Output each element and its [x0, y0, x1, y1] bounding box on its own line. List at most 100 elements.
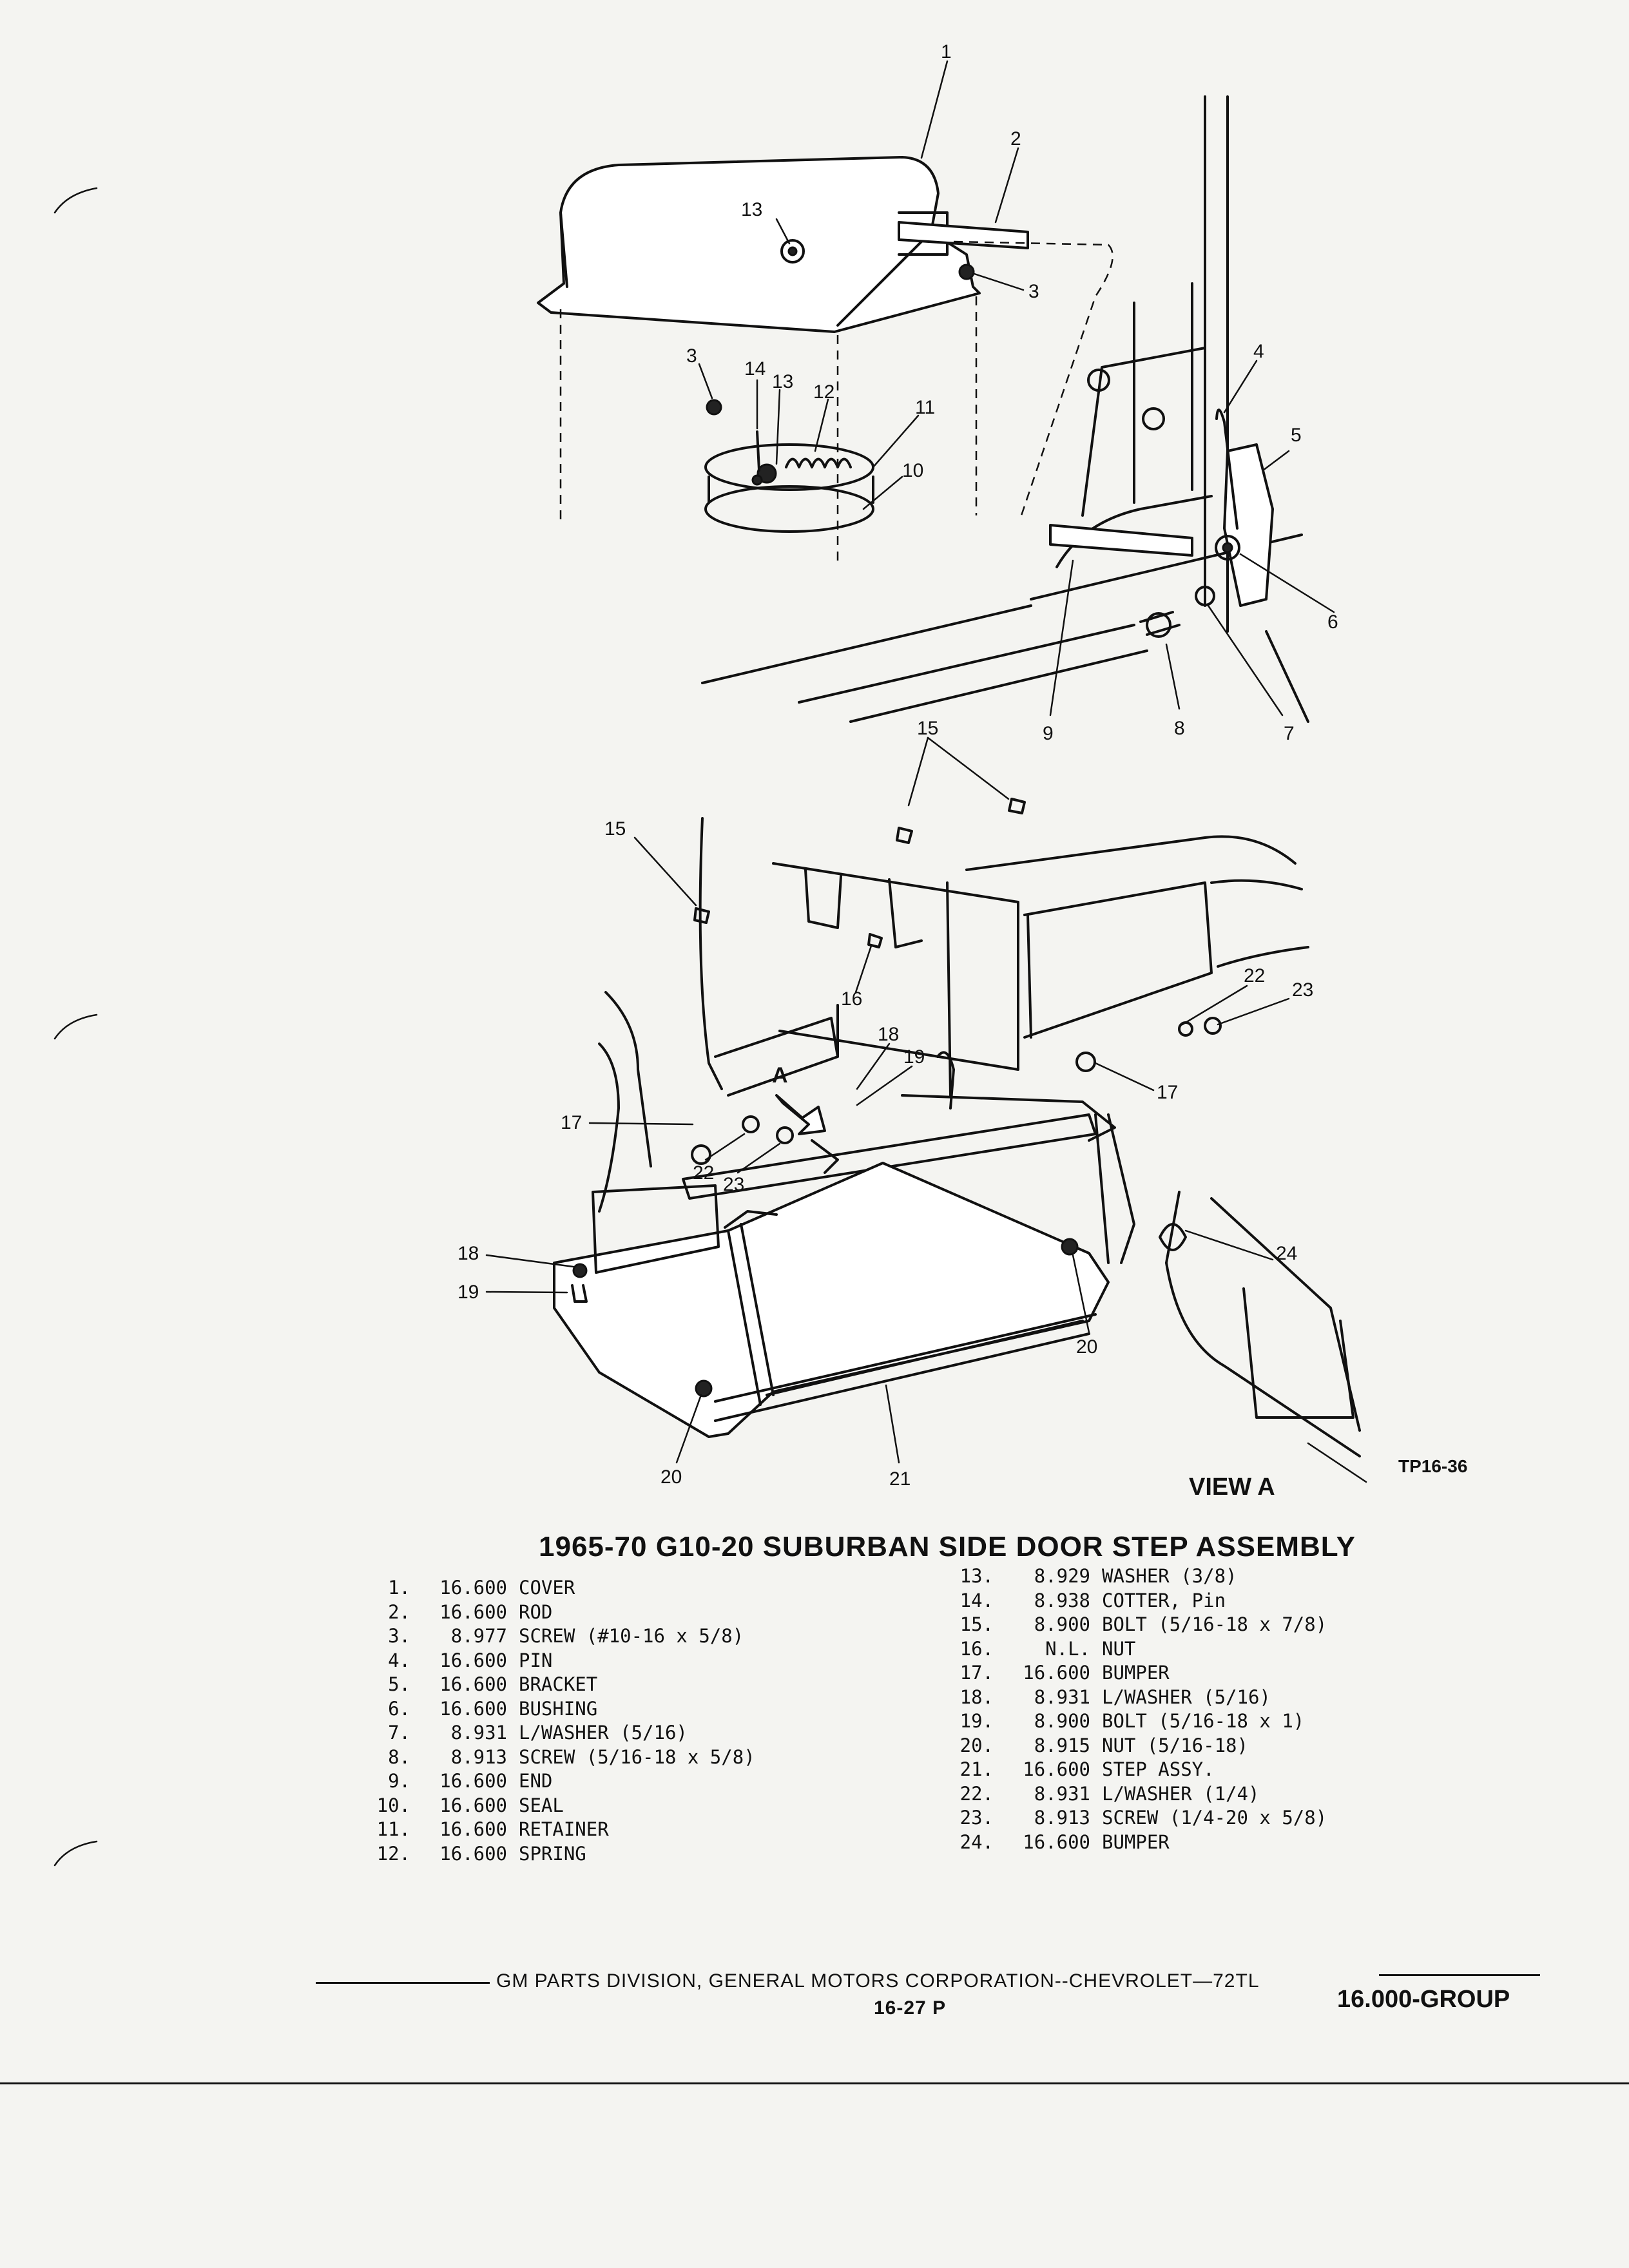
callout-22a: 22	[693, 1162, 714, 1184]
part-number: 7.	[388, 1722, 410, 1744]
part-number: 15.	[959, 1613, 994, 1635]
part-group: 8.929	[1034, 1565, 1090, 1587]
part-number: 20.	[959, 1734, 994, 1756]
part-number: 19.	[959, 1710, 994, 1732]
part-name: END	[519, 1770, 553, 1792]
callout-7: 7	[1284, 723, 1295, 744]
part-name: BRACKET	[519, 1673, 598, 1695]
part-name: SEAL	[519, 1794, 564, 1816]
part-number: 22.	[959, 1782, 994, 1805]
screw-3-lower	[706, 399, 722, 416]
callout-2: 2	[1010, 128, 1021, 149]
part-name: SCREW (#10-16 x 5/8)	[519, 1625, 744, 1647]
upper-assembly-drawing	[537, 95, 1309, 723]
callout-20b: 20	[1076, 1336, 1097, 1358]
lower-assembly-drawing	[553, 798, 1367, 1483]
callout-3a: 3	[1028, 281, 1039, 302]
view-a-arrow	[775, 1094, 826, 1135]
part-group: N.L.	[1045, 1637, 1090, 1660]
part-group: 8.915	[1034, 1734, 1090, 1756]
part-row: 15. 8.900 BOLT (5/16-18 x 7/8)	[954, 1613, 1327, 1637]
part-group: 8.900	[1034, 1613, 1090, 1635]
part-name: SCREW (1/4-20 x 5/8)	[1102, 1807, 1327, 1829]
callout-4: 4	[1253, 341, 1264, 362]
page-title: 1965-70 G10-20 SUBURBAN SIDE DOOR STEP A…	[539, 1531, 1356, 1562]
part-number: 18.	[959, 1686, 994, 1708]
part-number: 10.	[376, 1794, 410, 1816]
part-group: 16.600	[439, 1649, 507, 1671]
end-rod-part	[1049, 524, 1193, 557]
part-row: 16.N.L.NUT	[954, 1637, 1327, 1662]
part-number: 3.	[388, 1625, 410, 1647]
part-group: 16.600	[439, 1600, 507, 1623]
lower-callouts: 15 15 16 18 19 17 22 23 18 19 20 21 20	[458, 718, 1313, 1490]
part-name: BOLT (5/16-18 x 1)	[1102, 1710, 1305, 1732]
part-group: 16.600	[439, 1673, 507, 1695]
callout-18b: 18	[458, 1243, 479, 1264]
part-name: COVER	[519, 1577, 575, 1599]
callout-11: 11	[915, 397, 935, 418]
footer-division: GM PARTS DIVISION, GENERAL MOTORS CORPOR…	[496, 1970, 1260, 1992]
part-number: 23.	[959, 1807, 994, 1829]
callout-19a: 19	[903, 1046, 925, 1068]
part-name: L/WASHER (5/16)	[519, 1722, 688, 1744]
part-name: L/WASHER (5/16)	[1102, 1686, 1271, 1708]
callout-24: 24	[1276, 1243, 1297, 1264]
part-number: 4.	[388, 1649, 410, 1671]
callout-15a: 15	[917, 718, 938, 739]
callout-20a: 20	[660, 1466, 682, 1488]
rod-part	[898, 221, 1029, 249]
part-group: 8.931	[1034, 1686, 1090, 1708]
part-number: 6.	[388, 1697, 410, 1720]
callout-22b: 22	[1244, 965, 1265, 986]
callout-1: 1	[941, 41, 952, 62]
callout-13a: 13	[741, 199, 762, 220]
part-name: PIN	[519, 1649, 553, 1671]
part-row: 3. 8.977 SCREW (#10-16 x 5/8)	[371, 1624, 755, 1649]
group-number: 16.000-GROUP	[1337, 1986, 1510, 2013]
callout-8: 8	[1174, 718, 1185, 739]
callout-18a: 18	[878, 1024, 899, 1045]
part-number: 17.	[959, 1662, 994, 1684]
callout-17b: 17	[1157, 1082, 1178, 1103]
page-number: 16-27 P	[874, 1997, 947, 2019]
callout-15b: 15	[604, 818, 626, 840]
callout-12: 12	[813, 381, 834, 403]
part-name: BUMPER	[1102, 1831, 1170, 1853]
part-name: BOLT (5/16-18 x 7/8)	[1102, 1613, 1327, 1635]
upper-callouts: 1 2 3 13 3 14 13 12 11 10 4 5 6	[686, 41, 1338, 744]
callout-23a: 23	[723, 1174, 744, 1195]
part-name: COTTER, Pin	[1102, 1589, 1226, 1611]
part-name: BUMPER	[1102, 1662, 1170, 1684]
part-group: 16.600	[1023, 1758, 1090, 1780]
part-number: 14.	[959, 1589, 994, 1611]
footer-rule-left	[316, 1982, 490, 1984]
part-number: 12.	[376, 1842, 410, 1865]
callout-10: 10	[902, 460, 923, 481]
part-group: 16.600	[439, 1842, 507, 1865]
callout-21: 21	[889, 1468, 911, 1490]
part-group: 16.600	[439, 1577, 507, 1599]
callout-23b: 23	[1292, 979, 1313, 1001]
part-group: 8.977	[450, 1625, 507, 1647]
callout-13b: 13	[772, 371, 793, 392]
part-number: 11.	[376, 1818, 410, 1840]
part-name: RETAINER	[519, 1818, 609, 1840]
part-name: NUT (5/16-18)	[1102, 1734, 1248, 1756]
part-number: 8.	[388, 1745, 410, 1768]
